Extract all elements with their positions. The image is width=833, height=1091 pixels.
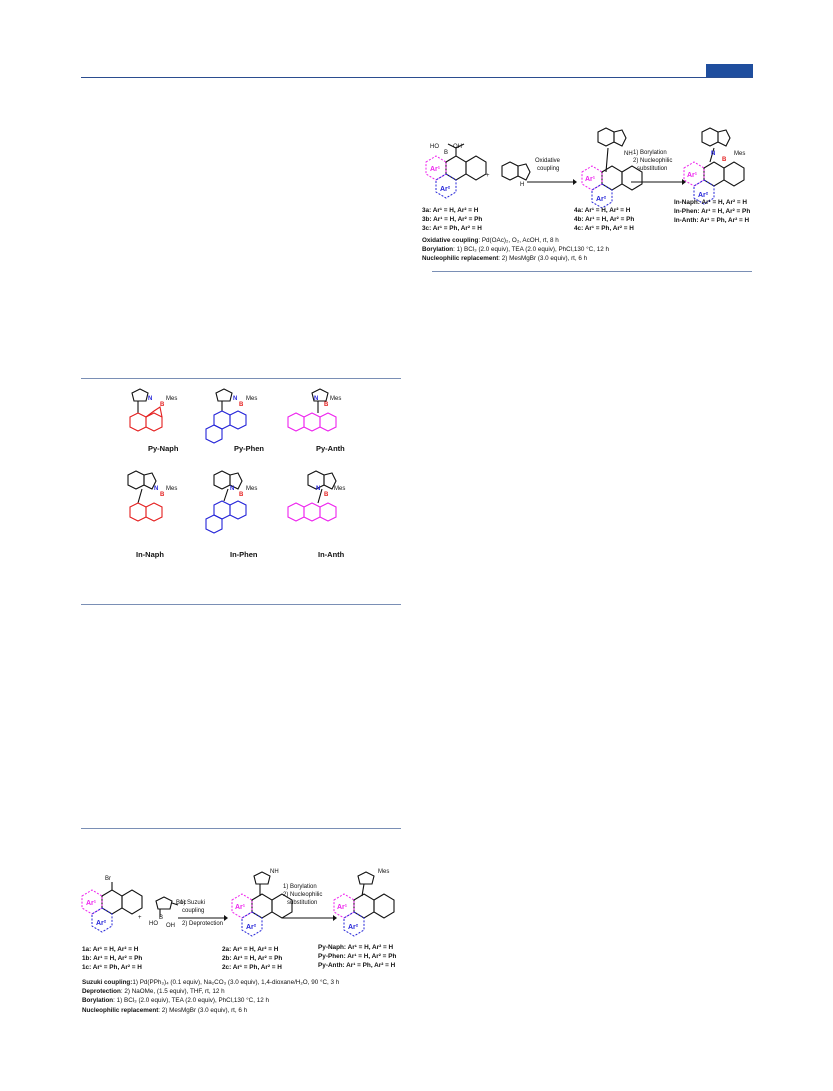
intermediate-2-structure: Ar¹ Ar² — [231, 871, 293, 937]
step-suzuki-line3: 2) Deprotection — [182, 921, 224, 927]
py-naph-n: N — [148, 396, 153, 402]
starting-list-bottom: 1a: Ar¹ = H, Ar² = H 1b: Ar¹ = H, Ar² = … — [82, 946, 143, 971]
reaction-arrow-1 — [527, 179, 577, 185]
indole-nh-label: H — [520, 182, 525, 188]
boronic-b-bottom: B — [159, 915, 164, 921]
conditions-top: Oxidative coupling: Pd(OAc)₂, O₂, AcOH, … — [422, 237, 609, 263]
starting-list: 3a: Ar¹ = H, Ar² = H 3b: Ar¹ = H, Ar² = … — [422, 207, 483, 232]
boc-pyrrole-structure — [155, 896, 179, 917]
product-list-bottom: Py-Naph: Ar¹ = H, Ar² = H Py-Phen: Ar¹ =… — [318, 944, 397, 969]
step-borylation-line3: substitution — [637, 166, 668, 172]
py-product-mes: Mes — [378, 869, 390, 875]
in-anth-n: N — [316, 486, 321, 492]
boronic-b-label: B — [444, 150, 449, 156]
step-oxidative-line2: coupling — [537, 166, 560, 172]
py-naph-b: B — [160, 402, 165, 408]
intermediate-4-structure: Ar¹ Ar² — [581, 127, 643, 209]
py-phen-mes: Mes — [246, 396, 258, 402]
py-phen-label: Py-Phen — [234, 444, 265, 453]
in-naph-label: In-Naph — [136, 550, 164, 559]
figure-bottom-rule — [81, 604, 401, 605]
in-phen-label: In-Phen — [230, 550, 258, 559]
indole-structure — [501, 161, 531, 181]
py-anth-structure — [287, 388, 337, 432]
step-borylation-bottom-1: 1) Borylation — [283, 884, 317, 890]
intermediate-list: 4a: Ar¹ = H, Ar² = H 4b: Ar¹ = H, Ar² = … — [574, 207, 635, 232]
py-naph-label: Py-Naph — [148, 444, 179, 453]
in-anth-b: B — [324, 492, 329, 498]
in-naph-n: N — [154, 486, 159, 492]
step-suzuki-line1: 1) Suzuki — [180, 900, 206, 906]
step-borylation-bottom-2: 2) Nucleophilic — [283, 892, 323, 898]
product-b-label: B — [722, 157, 727, 163]
py-anth-b: B — [324, 402, 329, 408]
figure-top-rule — [81, 378, 401, 379]
boronic-oh-label: OH — [453, 144, 462, 150]
boronic-ho-label: HO — [430, 144, 439, 150]
step-borylation-bottom-3: substitution — [287, 900, 318, 906]
in-phen-b: B — [239, 492, 244, 498]
in-product-structure: Ar¹ Ar² — [683, 127, 745, 205]
py-phen-structure — [205, 388, 247, 444]
step-borylation-line1: 1) Borylation — [633, 150, 667, 156]
reaction-arrow-3 — [178, 915, 228, 921]
bromo-label: Br — [105, 876, 111, 882]
svg-text:Ar¹: Ar¹ — [86, 900, 97, 907]
intermediate-nh-label: NH — [624, 151, 633, 157]
py-phen-b: B — [239, 402, 244, 408]
step-borylation-line2: 2) Nucleophilic — [633, 158, 673, 164]
product-n-label: N — [711, 151, 716, 157]
boronic-ho-bottom: HO — [149, 921, 158, 927]
header-page-badge — [706, 64, 753, 77]
intermediate-2-nh: NH — [270, 869, 279, 875]
in-naph-b: B — [160, 492, 165, 498]
svg-text:Ar¹: Ar¹ — [337, 904, 348, 911]
in-anth-structure — [287, 470, 337, 522]
in-phen-structure — [205, 470, 247, 534]
py-naph-structure — [129, 388, 163, 432]
plus-sign: + — [486, 173, 490, 179]
boc-label: Boc — [176, 900, 187, 906]
py-naph-mes: Mes — [166, 396, 178, 402]
in-anth-mes: Mes — [334, 486, 346, 492]
in-phen-n: N — [230, 486, 235, 492]
svg-text:Ar¹: Ar¹ — [687, 172, 698, 179]
py-anth-n: N — [314, 396, 319, 402]
scheme-bottom-top-rule — [81, 828, 401, 829]
bromo-naphthalene-structure: Ar¹ Ar² — [81, 882, 143, 933]
conditions-bottom: Suzuki coupling:1) Pd(PPh₃)₄ (0.1 equiv)… — [82, 979, 340, 1014]
step-oxidative-line1: Oxidative — [535, 158, 561, 164]
in-naph-structure — [127, 470, 163, 522]
in-phen-mes: Mes — [246, 486, 258, 492]
svg-text:Ar²: Ar² — [246, 924, 257, 931]
svg-text:Ar²: Ar² — [440, 186, 451, 193]
svg-text:Ar¹: Ar¹ — [585, 176, 596, 183]
product-mes-label: Mes — [734, 151, 746, 157]
py-phen-n: N — [233, 396, 238, 402]
in-naph-mes: Mes — [166, 486, 178, 492]
svg-text:Ar²: Ar² — [348, 924, 359, 931]
svg-text:Ar²: Ar² — [596, 196, 607, 203]
in-anth-label: In-Anth — [318, 550, 345, 559]
svg-text:Ar²: Ar² — [698, 192, 709, 199]
header-rule — [81, 77, 753, 78]
py-product-structure: Ar¹ Ar² — [333, 871, 395, 937]
reaction-arrow-2 — [631, 179, 686, 185]
reaction-arrow-4 — [282, 915, 337, 921]
boronic-oh-bottom: OH — [166, 923, 175, 929]
intermediate-list-bottom: 2a: Ar¹ = H, Ar² = H 2b: Ar¹ = H, Ar² = … — [222, 946, 283, 971]
py-anth-label: Py-Anth — [316, 444, 345, 453]
boronic-acid-naphthalene-structure: Ar¹ Ar² — [425, 143, 487, 199]
py-anth-mes: Mes — [330, 396, 342, 402]
product-list: In-Naph: Ar¹ = H, Ar² = H In-Phen: Ar¹ =… — [674, 199, 751, 224]
svg-text:Ar¹: Ar¹ — [430, 166, 441, 173]
svg-text:Ar²: Ar² — [96, 920, 107, 927]
step-suzuki-line2: coupling — [182, 908, 205, 914]
plus-sign-bottom: + — [138, 915, 142, 921]
svg-text:Ar¹: Ar¹ — [235, 904, 246, 911]
scheme-top-rule — [432, 271, 752, 272]
